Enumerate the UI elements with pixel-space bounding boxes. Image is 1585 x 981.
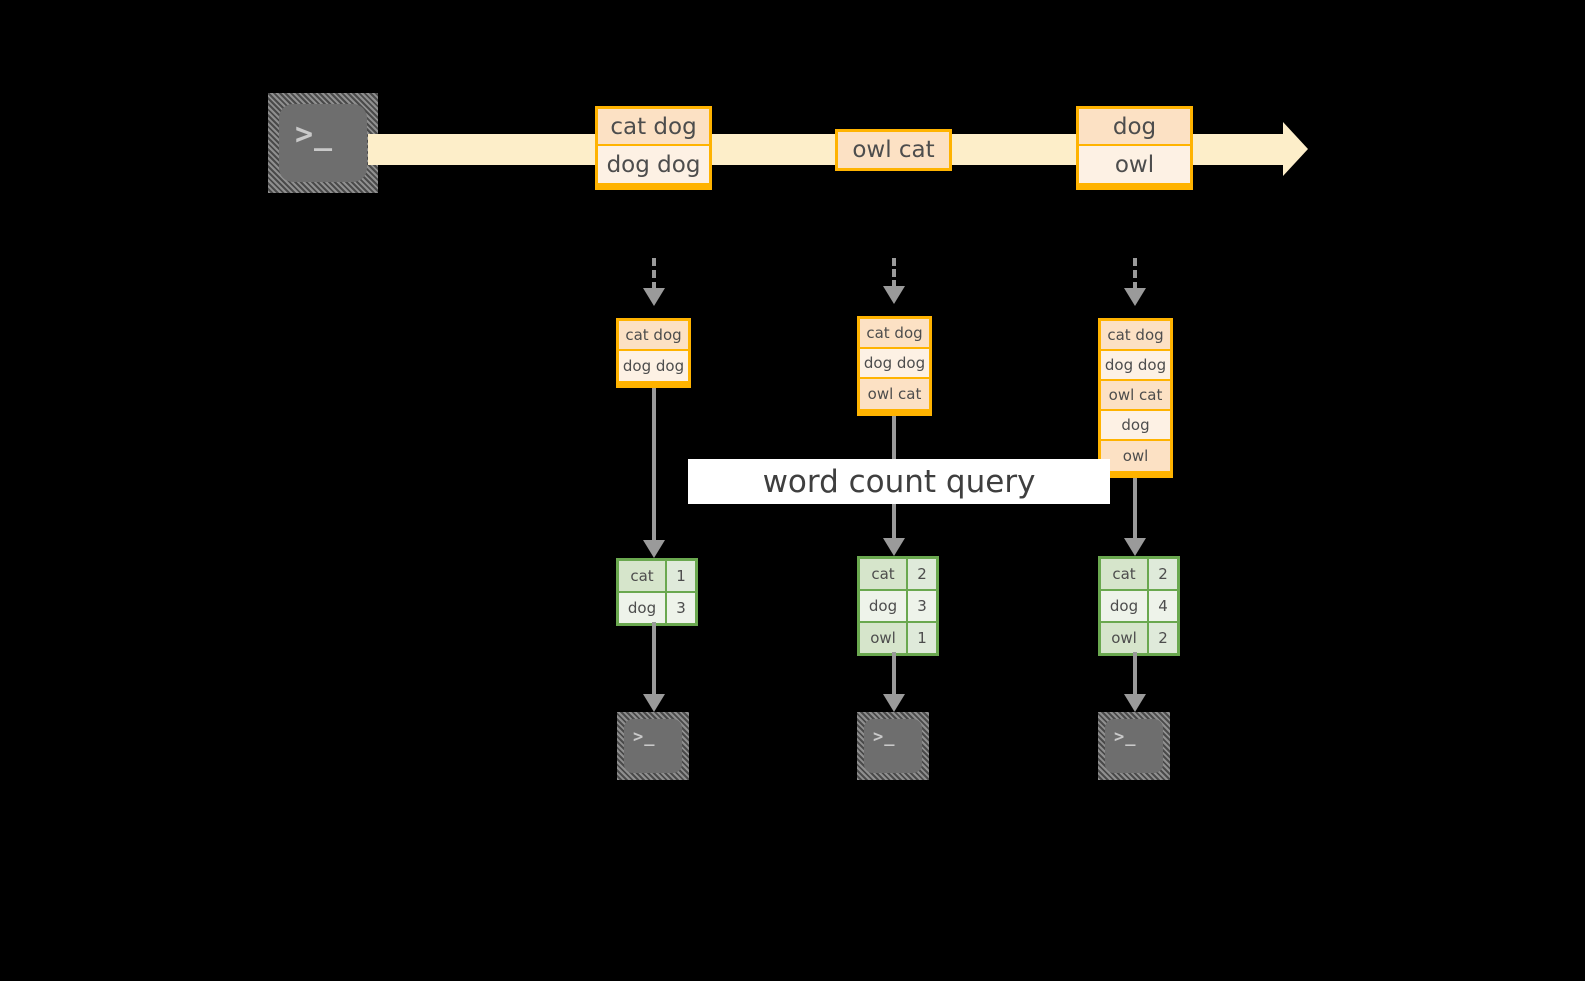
result-word: dog: [619, 593, 667, 623]
snapshot-2-query-arrowhead: [883, 538, 905, 556]
terminal-prompt-glyph: >_: [1114, 727, 1137, 747]
snapshot-3-buffer: cat dog dog dog owl cat dog owl: [1098, 318, 1173, 478]
query-label: word count query: [688, 459, 1110, 504]
snapshot-1-query-line: [652, 388, 656, 552]
stream-group-2: owl cat: [835, 129, 952, 171]
stream-group-3: dog owl: [1076, 106, 1193, 190]
snapshot-3-sink-line: [1133, 652, 1137, 702]
terminal-prompt-glyph: >_: [633, 727, 656, 747]
buffer-record: dog: [1101, 411, 1170, 441]
buffer-record: cat dog: [1101, 321, 1170, 351]
table-row: dog 4: [1101, 591, 1177, 623]
terminal-screen: >_: [1105, 719, 1163, 773]
result-word: cat: [860, 559, 908, 589]
snapshot-1-trigger-arrowhead: [643, 288, 665, 306]
buffer-record: cat dog: [860, 319, 929, 349]
snapshot-1-buffer: cat dog dog dog: [616, 318, 691, 388]
result-count: 2: [1149, 623, 1177, 653]
stream-record: dog dog: [598, 146, 709, 183]
terminal-screen: >_: [624, 719, 682, 773]
snapshot-1-query-arrowhead: [643, 540, 665, 558]
buffer-record: dog dog: [860, 349, 929, 379]
snapshot-2-result-table: cat 2 dog 3 owl 1: [857, 556, 939, 656]
snapshot-2-sink-arrowhead: [883, 694, 905, 712]
buffer-record: owl: [1101, 441, 1170, 471]
snapshot-1-result-table: cat 1 dog 3: [616, 558, 698, 626]
stream-record: cat dog: [598, 109, 709, 146]
result-count: 2: [1149, 559, 1177, 589]
terminal-prompt-glyph: >_: [873, 727, 896, 747]
stream-record: owl: [1079, 146, 1190, 183]
stream-group-1: cat dog dog dog: [595, 106, 712, 190]
stream-record: dog: [1079, 109, 1190, 146]
result-word: dog: [1101, 591, 1149, 621]
stream-record: owl cat: [838, 132, 949, 168]
snapshot-3-query-line: [1133, 478, 1137, 552]
result-word: cat: [1101, 559, 1149, 589]
result-count: 1: [908, 623, 936, 653]
result-count: 3: [667, 593, 695, 623]
result-word: dog: [860, 591, 908, 621]
snapshot-3-trigger-arrowhead: [1124, 288, 1146, 306]
snapshot-1-sink-terminal-icon: >_: [617, 712, 689, 780]
snapshot-3-trigger-line: [1133, 258, 1137, 290]
buffer-record: cat dog: [619, 321, 688, 351]
buffer-record: owl cat: [860, 379, 929, 409]
buffer-record: dog dog: [619, 351, 688, 381]
snapshot-2-trigger-arrowhead: [883, 286, 905, 304]
terminal-prompt-glyph: >_: [295, 117, 334, 152]
snapshot-1-sink-line: [652, 622, 656, 702]
snapshot-2-trigger-line: [892, 258, 896, 288]
buffer-record: owl cat: [1101, 381, 1170, 411]
table-row: dog 3: [619, 593, 695, 623]
result-word: owl: [1101, 623, 1149, 653]
result-count: 4: [1149, 591, 1177, 621]
result-word: owl: [860, 623, 908, 653]
stream-arrowhead: [1283, 122, 1308, 176]
result-word: cat: [619, 561, 667, 591]
table-row: cat 2: [860, 559, 936, 591]
snapshot-3-sink-terminal-icon: >_: [1098, 712, 1170, 780]
snapshot-1-sink-arrowhead: [643, 694, 665, 712]
result-count: 2: [908, 559, 936, 589]
snapshot-3-sink-arrowhead: [1124, 694, 1146, 712]
table-row: cat 2: [1101, 559, 1177, 591]
terminal-screen: >_: [864, 719, 922, 773]
snapshot-3-result-table: cat 2 dog 4 owl 2: [1098, 556, 1180, 656]
table-row: cat 1: [619, 561, 695, 593]
result-count: 1: [667, 561, 695, 591]
snapshot-3-query-arrowhead: [1124, 538, 1146, 556]
result-count: 3: [908, 591, 936, 621]
buffer-record: dog dog: [1101, 351, 1170, 381]
snapshot-2-buffer: cat dog dog dog owl cat: [857, 316, 932, 416]
table-row: owl 1: [860, 623, 936, 653]
snapshot-2-sink-terminal-icon: >_: [857, 712, 929, 780]
terminal-screen: >_: [279, 104, 367, 182]
snapshot-1-trigger-line: [652, 258, 656, 290]
stream-source-terminal-icon: >_: [268, 93, 378, 193]
query-label-text: word count query: [762, 463, 1036, 500]
table-row: dog 3: [860, 591, 936, 623]
snapshot-2-sink-line: [892, 652, 896, 702]
table-row: owl 2: [1101, 623, 1177, 653]
